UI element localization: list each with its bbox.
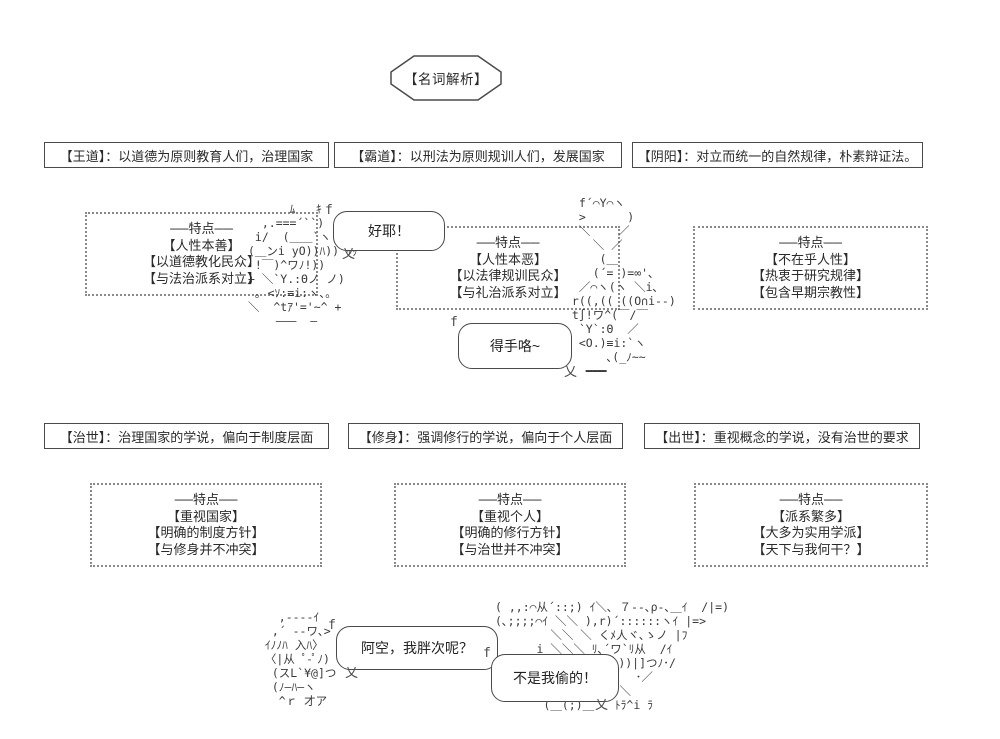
definition-wangdao: 【王道】：以道德为原则教育人们，治理国家: [44, 142, 329, 168]
feature-item: 【大多为实用学派】: [752, 525, 870, 540]
feature-item: 【与治世并不冲突】: [451, 541, 569, 557]
speech-bubble-bushi: f 不是我偷的！ 乂: [483, 646, 619, 713]
features-header: ──特点──: [779, 492, 843, 507]
speech-bubble-haoye: f 好耶！ 乂: [325, 203, 445, 262]
feature-item: 【与法治派系对立】: [142, 270, 260, 286]
features-wangdao: ──特点── 【人性本善】 【以道德教化民众】 【与法治派系对立】: [85, 212, 318, 296]
features-header: ──特点──: [779, 235, 842, 250]
speech-bubble-deshou: f 得手咯~ 乂: [450, 315, 577, 380]
speech-text: 得手咯~: [489, 338, 541, 354]
feature-item: 【与礼治派系对立】: [449, 284, 567, 300]
octagon-border-icon: [390, 55, 502, 101]
bubble-tail-icon: f: [450, 315, 458, 330]
speech-bubble-akong: f 阿空，我胖次呢？ 乂: [328, 618, 498, 681]
feature-item: 【以道德教化民众】: [142, 254, 260, 269]
feature-item: 【明确的制度方针】: [147, 525, 265, 540]
features-header: ──特点──: [476, 235, 540, 250]
heart-character-ascii-art: f´⌒Y⌒ヽ > ) ＼ ／ ＼ ／ (＿ (´= )=∞'､ ／⌒ヽ(ヽ ＼i…: [571, 196, 676, 378]
bubble-tail-icon: f: [325, 203, 333, 218]
feature-item: 【重视个人】: [470, 508, 549, 524]
feature-item: 【天下与我何干？】: [752, 541, 870, 557]
speech-text: 阿空，我胖次呢？: [361, 640, 473, 656]
feature-item: 【与修身并不冲突】: [147, 541, 265, 557]
features-badao: ──特点── 【人性本恶】 【以法律规训民众】 【与礼治派系对立】: [396, 226, 620, 310]
features-zhishi: ──特点── 【重视国家】 【明确的制度方针】 【与修身并不冲突】: [90, 483, 322, 567]
feature-item: 【不在乎人性】: [764, 251, 856, 267]
features-header: ──特点──: [174, 492, 238, 507]
feature-item: 【派系繁多】: [771, 508, 850, 524]
feature-item: 【以法律规训民众】: [449, 268, 567, 283]
title-box: 【名词解析】: [390, 55, 502, 101]
speech-text: 不是我偷的！: [513, 670, 597, 686]
definition-chushi: 【出世】：重视概念的学说，没有治世的要求: [644, 423, 920, 449]
page-title: 【名词解析】: [404, 72, 488, 87]
bubble-tail-icon: f: [328, 618, 336, 633]
bubble-tail-icon: f: [483, 646, 491, 661]
definition-badao: 【霸道】：以刑法为原则规训人们，发展国家: [334, 142, 622, 168]
bubble-tail-icon: 乂: [563, 365, 577, 380]
features-xiushen: ──特点── 【重视个人】 【明确的修行方针】 【与治世并不冲突】: [394, 483, 626, 567]
feature-item: 【人性本恶】: [468, 251, 547, 267]
definition-zhishi: 【治世】：治理国家的学说，偏向于制度层面: [44, 423, 329, 449]
feature-item: 【包含早期宗教性】: [751, 284, 869, 300]
feature-item: 【热衷于研究规律】: [751, 268, 869, 283]
features-chushi: ──特点── 【派系繁多】 【大多为实用学派】 【天下与我何干？】: [694, 483, 928, 567]
definition-xiushen: 【修身】：强调修行的学说，偏向于个人层面: [348, 423, 623, 449]
definition-yinyang: 【阴阳】：对立而统一的自然规律，朴素辩证法。: [632, 142, 923, 168]
bottom-left-character-ascii-art: ,----ｲ ,´ --ワ､> ｲﾉﾉﾊ 入ﾊ〉 〈|从 ﾟ-ﾟﾉ) (スL`¥…: [264, 610, 337, 708]
speech-text: 好耶！: [368, 223, 410, 239]
feature-item: 【人性本善】: [162, 237, 241, 253]
features-header: ──特点──: [478, 492, 542, 507]
bubble-tail-icon: 乂: [342, 247, 356, 262]
bubble-tail-icon: 乂: [345, 666, 359, 681]
feature-item: 【重视国家】: [166, 508, 245, 524]
features-header: ──特点──: [170, 221, 233, 236]
feature-item: 【明确的修行方针】: [451, 525, 569, 540]
features-yinyang: ──特点── 【不在乎人性】 【热衷于研究规律】 【包含早期宗教性】: [693, 226, 928, 310]
bubble-tail-icon: 乂: [594, 698, 608, 713]
